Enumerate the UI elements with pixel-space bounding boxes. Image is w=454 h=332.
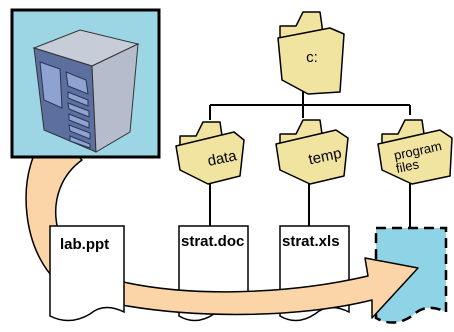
folder-label-c: c: xyxy=(306,49,318,66)
folder-label-files: files xyxy=(395,156,421,176)
folder-data[interactable]: data xyxy=(175,121,245,185)
server-computer-icon xyxy=(32,29,140,153)
folder-label-temp: temp xyxy=(307,145,343,169)
file-label-strat-xls: strat.xls xyxy=(282,233,340,250)
file-lab-ppt[interactable]: lab.ppt xyxy=(49,225,125,322)
file-label-lab-ppt: lab.ppt xyxy=(60,236,109,253)
tree-connectors xyxy=(209,90,411,228)
folder-temp[interactable]: temp xyxy=(275,119,349,185)
server-panel[interactable] xyxy=(10,8,161,159)
folder-c[interactable]: c: xyxy=(277,11,345,95)
file-label-strat-doc: strat.doc xyxy=(181,233,244,250)
folder-program-files[interactable]: program files xyxy=(377,119,453,185)
folder-label-data: data xyxy=(206,147,239,170)
